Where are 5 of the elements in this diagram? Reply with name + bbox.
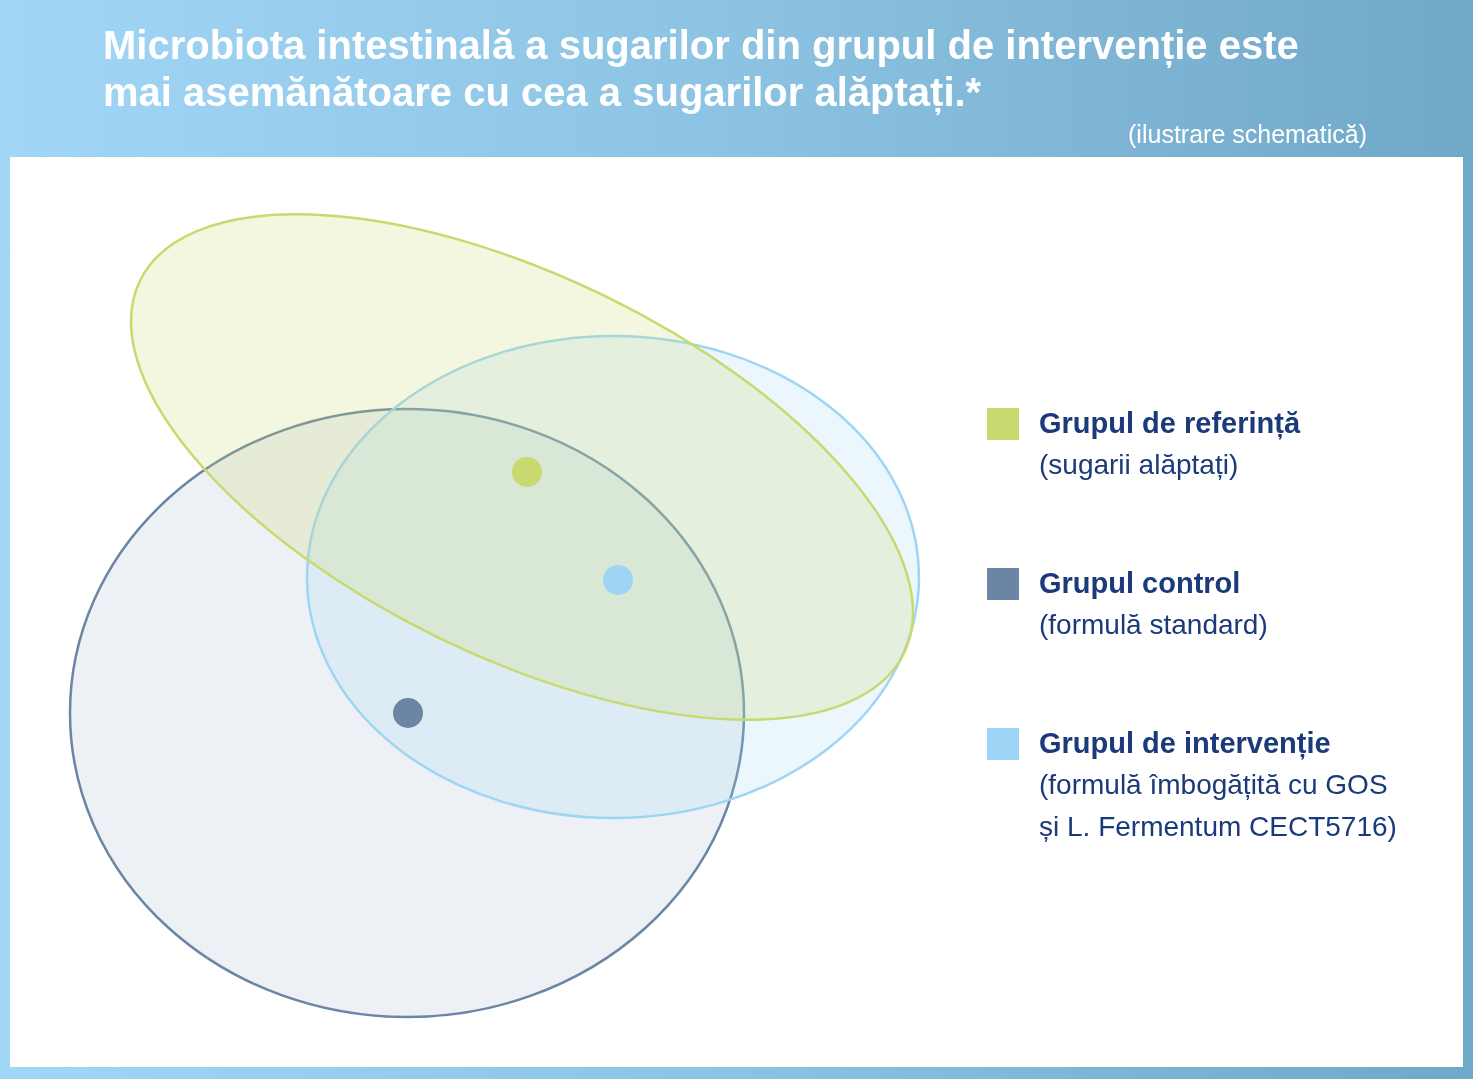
legend-label: Grupul de referință (sugarii alăptați) (1039, 406, 1302, 482)
legend-label: Grupul de intervenție (formulă îmbogățită cu GOS și L. Fermentum CECT5716) (1039, 726, 1398, 844)
note-text: (ilustrare schematică) (1128, 119, 1367, 149)
title: Microbiota intestinală a sugarilor din grupul de intervenție este mai asemănătoare cu cea a sugarilor alăptați.* (103, 22, 1300, 116)
legend-label: Grupul control (formulă standard) (1039, 566, 1269, 642)
